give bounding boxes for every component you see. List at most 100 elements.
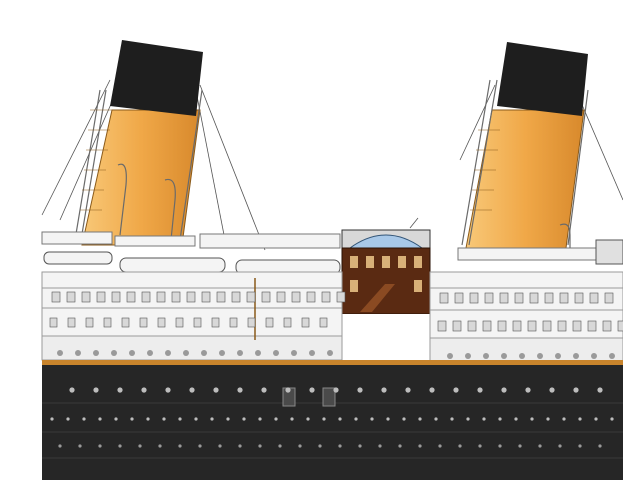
hull-porthole bbox=[322, 417, 326, 421]
hull-porthole bbox=[213, 387, 219, 393]
window bbox=[527, 320, 537, 332]
hull-porthole bbox=[333, 387, 339, 393]
window bbox=[66, 291, 76, 303]
window bbox=[319, 317, 328, 328]
hull-porthole bbox=[354, 417, 358, 421]
window bbox=[186, 291, 196, 303]
window bbox=[482, 320, 492, 332]
deck-porthole bbox=[309, 350, 315, 356]
hull-porthole bbox=[165, 387, 171, 393]
window bbox=[276, 291, 286, 303]
window bbox=[544, 292, 554, 304]
hull-porthole bbox=[258, 417, 262, 421]
hull-porthole bbox=[558, 444, 562, 448]
window bbox=[574, 292, 584, 304]
deck-porthole bbox=[519, 353, 525, 359]
window bbox=[193, 317, 202, 328]
hull-porthole bbox=[402, 417, 406, 421]
window bbox=[156, 291, 166, 303]
window bbox=[499, 292, 509, 304]
hull-porthole bbox=[418, 417, 422, 421]
window bbox=[265, 317, 274, 328]
hull-porthole bbox=[498, 417, 502, 421]
hull-porthole bbox=[178, 417, 182, 421]
hull-porthole bbox=[298, 444, 302, 448]
window bbox=[557, 320, 567, 332]
hull-porthole bbox=[598, 444, 602, 448]
waterline-stripe bbox=[42, 360, 623, 365]
hull-porthole bbox=[386, 417, 390, 421]
deck-porthole bbox=[609, 353, 615, 359]
hull-porthole bbox=[130, 417, 134, 421]
hull bbox=[42, 365, 623, 480]
hull-porthole bbox=[358, 444, 362, 448]
deck-porthole bbox=[537, 353, 543, 359]
window bbox=[201, 291, 211, 303]
hull-porthole bbox=[597, 387, 603, 393]
hull-porthole bbox=[242, 417, 246, 421]
hull-porthole bbox=[549, 387, 555, 393]
window bbox=[67, 317, 76, 328]
hull-porthole bbox=[525, 387, 531, 393]
window bbox=[439, 292, 449, 304]
hull-porthole bbox=[518, 444, 522, 448]
window bbox=[572, 320, 582, 332]
window bbox=[261, 291, 271, 303]
window bbox=[139, 317, 148, 328]
deck-porthole bbox=[255, 350, 261, 356]
hull-porthole bbox=[370, 417, 374, 421]
hull-porthole bbox=[278, 444, 282, 448]
deck-porthole bbox=[591, 353, 597, 359]
window bbox=[452, 320, 462, 332]
window bbox=[336, 291, 346, 303]
hull-porthole bbox=[578, 444, 582, 448]
hull-porthole bbox=[118, 444, 122, 448]
window bbox=[437, 320, 447, 332]
hull-porthole bbox=[453, 387, 459, 393]
hull-porthole bbox=[218, 444, 222, 448]
hull-porthole bbox=[429, 387, 435, 393]
deck-porthole bbox=[501, 353, 507, 359]
window bbox=[229, 317, 238, 328]
deck-porthole bbox=[129, 350, 135, 356]
hull-porthole bbox=[58, 444, 62, 448]
hull-porthole bbox=[381, 387, 387, 393]
hull-porthole bbox=[538, 444, 542, 448]
hull-porthole bbox=[562, 417, 566, 421]
window bbox=[121, 317, 130, 328]
hull-porthole bbox=[146, 417, 150, 421]
window bbox=[211, 317, 220, 328]
deck-porthole bbox=[75, 350, 81, 356]
forward-funnel bbox=[74, 40, 203, 246]
window bbox=[247, 317, 256, 328]
hull-porthole bbox=[141, 387, 147, 393]
window bbox=[529, 292, 539, 304]
window bbox=[81, 291, 91, 303]
hull-porthole bbox=[610, 417, 614, 421]
window bbox=[126, 291, 136, 303]
hull-porthole bbox=[138, 444, 142, 448]
deck-porthole bbox=[555, 353, 561, 359]
deck-porthole bbox=[183, 350, 189, 356]
hull-porthole bbox=[178, 444, 182, 448]
hull-porthole bbox=[482, 417, 486, 421]
window bbox=[171, 291, 181, 303]
lifeboats bbox=[41, 231, 623, 275]
window bbox=[216, 291, 226, 303]
hull-porthole bbox=[378, 444, 382, 448]
hull-porthole bbox=[578, 417, 582, 421]
hull-porthole bbox=[357, 387, 363, 393]
hull-porthole bbox=[318, 444, 322, 448]
window bbox=[85, 317, 94, 328]
hull-porthole bbox=[210, 417, 214, 421]
hull-porthole bbox=[477, 387, 483, 393]
hull-porthole bbox=[114, 417, 118, 421]
hull-porthole bbox=[69, 387, 75, 393]
window bbox=[617, 320, 623, 332]
deck-porthole bbox=[57, 350, 63, 356]
window bbox=[321, 291, 331, 303]
deck-porthole bbox=[483, 353, 489, 359]
hull-porthole bbox=[438, 444, 442, 448]
deck-porthole bbox=[147, 350, 153, 356]
